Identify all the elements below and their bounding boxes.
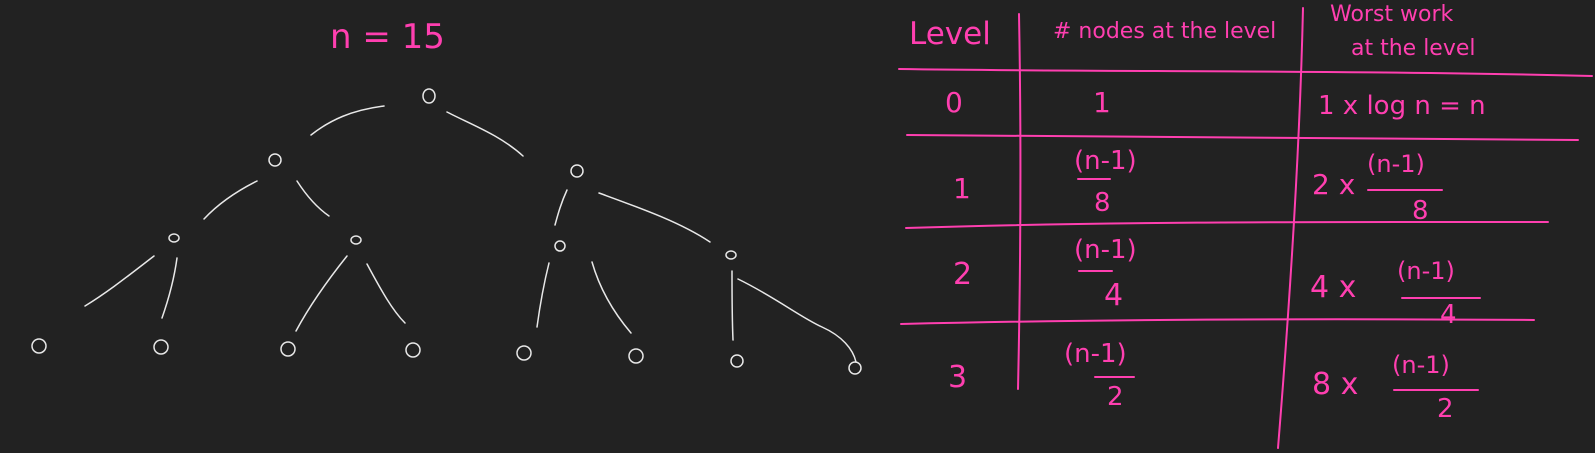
tree-edge [84, 255, 155, 307]
tree-edge [295, 255, 348, 332]
tree-node [405, 342, 421, 358]
row1-work-numerator: (n-1) [1367, 150, 1425, 178]
row1-nodes-numerator: (n-1) [1074, 146, 1137, 176]
tree-edge [731, 270, 734, 341]
tree-node [280, 341, 296, 357]
table-divider-horizontal [906, 134, 1579, 141]
tree-edge [591, 261, 632, 334]
tree-edge [161, 257, 178, 319]
tree-node [422, 88, 436, 104]
tree-node [153, 339, 169, 355]
tree-edge [536, 262, 550, 328]
row3-work-coefficient: 8 x [1312, 367, 1358, 402]
tree-edge [296, 180, 330, 217]
tree-node [730, 354, 744, 368]
row2-work-numerator: (n-1) [1397, 257, 1455, 285]
tree-node [628, 348, 644, 364]
header-nodes: # nodes at the level [1053, 19, 1276, 44]
row0-level: 0 [945, 86, 963, 119]
tree-node [848, 361, 862, 375]
row2-work-denominator: 4 [1440, 300, 1457, 330]
header-work-line1: Worst work [1330, 2, 1454, 27]
tree-edge [310, 105, 385, 136]
tree-edge [366, 263, 406, 324]
tree-node [554, 240, 566, 252]
row1-work-coefficient: 2 x [1312, 168, 1355, 201]
binary-tree [31, 88, 862, 375]
row1-work-denominator: 8 [1412, 196, 1429, 226]
table-divider-horizontal [900, 318, 1535, 325]
row0-nodes: 1 [1093, 86, 1111, 119]
tree-node [570, 164, 584, 178]
row2-nodes-numerator: (n-1) [1074, 235, 1137, 265]
title-text: n = 15 [330, 17, 445, 57]
row2-work-coefficient: 4 x [1310, 270, 1356, 305]
tree-edge [446, 111, 524, 157]
row3-nodes-denominator: 2 [1107, 382, 1124, 412]
row3-level: 3 [948, 360, 967, 395]
tree-node [725, 250, 737, 260]
table-divider-vertical [1017, 13, 1022, 390]
tree-node [31, 338, 47, 354]
row3-nodes-numerator: (n-1) [1064, 339, 1127, 369]
row1-nodes-denominator: 8 [1094, 188, 1111, 218]
tree-node [350, 235, 362, 245]
header-work-line2: at the level [1351, 36, 1476, 61]
row3-work-denominator: 2 [1437, 394, 1454, 424]
table-divider-vertical [1277, 7, 1304, 449]
tree-edge [554, 189, 568, 226]
tree-edge [737, 278, 857, 363]
tree-edge [203, 180, 258, 220]
tree-edge [598, 192, 711, 243]
row2-nodes-denominator: 4 [1104, 278, 1123, 313]
header-level: Level [909, 16, 991, 52]
row1-level: 1 [953, 172, 971, 205]
table-divider-horizontal [898, 68, 1593, 77]
tree-node [268, 153, 282, 167]
tree-node [168, 233, 180, 243]
row3-work-numerator: (n-1) [1392, 351, 1450, 379]
table-divider-horizontal [905, 220, 1549, 229]
tree-node [516, 345, 532, 361]
row2-level: 2 [953, 257, 972, 292]
table-grid [898, 7, 1593, 449]
row0-work: 1 x log n = n [1318, 91, 1486, 121]
